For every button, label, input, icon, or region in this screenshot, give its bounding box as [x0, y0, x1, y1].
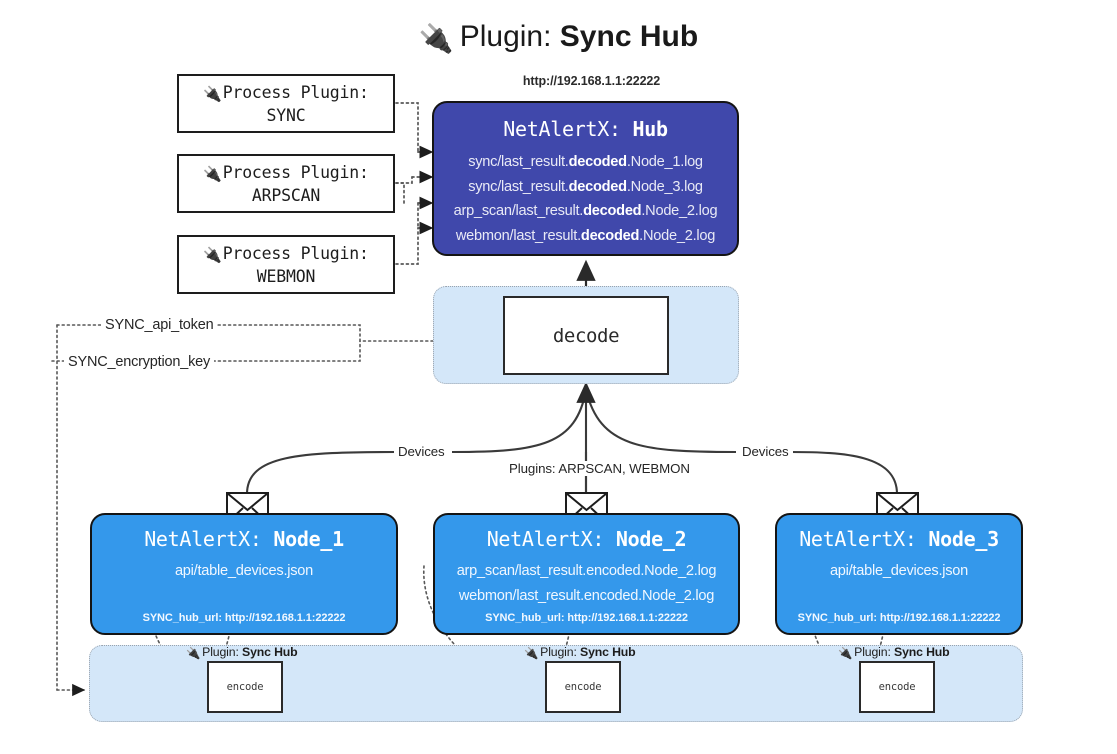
hub-file-line: arp_scan/last_result.decoded.Node_2.log — [453, 203, 718, 220]
hub-file-line: sync/last_result.decoded.Node_1.log — [468, 154, 703, 170]
config-label-encryption-key: SYNC_encryption_key — [64, 354, 215, 370]
hub-node-box[interactable]: NetAlertX: Hub sync/last_result.decoded.… — [432, 101, 739, 256]
node-title: NetAlertX: Node_3 — [777, 527, 1021, 551]
plug-icon: 🔌 — [203, 85, 222, 103]
encode-caption-2: 🔌Plugin: Sync Hub — [524, 645, 636, 660]
edge-label-devices-right: Devices — [738, 444, 793, 459]
hub-file-list: sync/last_result.decoded.Node_1.log sync… — [434, 150, 737, 248]
node-hub-url: SYNC_hub_url: http://192.168.1.1:22222 — [797, 612, 1001, 624]
hub-url-label: http://192.168.1.1:22222 — [522, 74, 661, 88]
encode-box-1[interactable]: encode — [207, 661, 283, 713]
decode-box[interactable]: decode — [503, 296, 669, 375]
plug-icon: 🔌 — [203, 246, 222, 264]
node-title-name: Node_3 — [928, 527, 999, 551]
plug-icon: 🔌 — [203, 165, 222, 183]
plug-icon: 🔌 — [524, 646, 539, 660]
node-file-line: api/table_devices.json — [829, 563, 969, 579]
process-plugin-box-webmon[interactable]: 🔌Process Plugin: WEBMON — [177, 235, 395, 294]
process-plugin-name: WEBMON — [256, 267, 316, 286]
node-file-line: arp_scan/last_result.encoded.Node_2.log — [456, 563, 717, 579]
node-hub-url: SYNC_hub_url: http://192.168.1.1:22222 — [485, 612, 688, 624]
node-file-list: arp_scan/last_result.encoded.Node_2.log … — [435, 559, 738, 609]
page-title: 🔌Plugin: Sync Hub — [0, 17, 1117, 59]
node-box-node-1[interactable]: NetAlertX: Node_1 api/table_devices.json… — [90, 513, 398, 635]
plug-icon: 🔌 — [186, 646, 201, 660]
node-title-prefix: NetAlertX: — [799, 527, 917, 551]
hub-title-prefix: NetAlertX: — [503, 117, 621, 141]
process-plugin-name: SYNC — [266, 106, 306, 125]
node-file-line: webmon/last_result.encoded.Node_2.log — [458, 588, 715, 604]
node-file-line: api/table_devices.json — [174, 563, 314, 579]
encode-box-2[interactable]: encode — [545, 661, 621, 713]
node-file-list: api/table_devices.json — [92, 559, 396, 584]
node-title-prefix: NetAlertX: — [144, 527, 262, 551]
page-title-prefix: Plugin: — [459, 20, 552, 53]
encode-caption-1: 🔌Plugin: Sync Hub — [186, 645, 298, 660]
edge-label-devices-left: Devices — [394, 444, 449, 459]
config-label-api-token: SYNC_api_token — [101, 317, 218, 333]
node-file-list: api/table_devices.json — [777, 559, 1021, 584]
node-title: NetAlertX: Node_1 — [92, 527, 396, 551]
process-plugin-prefix: 🔌Process Plugin: — [203, 83, 369, 103]
node-hub-url: SYNC_hub_url: http://192.168.1.1:22222 — [142, 612, 346, 624]
plug-icon: 🔌 — [838, 646, 853, 660]
hub-title: NetAlertX: Hub — [434, 117, 737, 141]
process-plugin-prefix: 🔌Process Plugin: — [203, 244, 369, 264]
process-plugin-box-sync[interactable]: 🔌Process Plugin: SYNC — [177, 74, 395, 133]
node-title: NetAlertX: Node_2 — [435, 527, 738, 551]
page-title-name: Sync Hub — [559, 20, 699, 53]
node-box-node-3[interactable]: NetAlertX: Node_3 api/table_devices.json… — [775, 513, 1023, 635]
hub-file-line: sync/last_result.decoded.Node_3.log — [468, 178, 703, 195]
hub-title-name: Hub — [632, 117, 668, 141]
node-box-node-2[interactable]: NetAlertX: Node_2 arp_scan/last_result.e… — [433, 513, 740, 635]
process-plugin-box-arpscan[interactable]: 🔌Process Plugin: ARPSCAN — [177, 154, 395, 213]
encode-box-3[interactable]: encode — [859, 661, 935, 713]
process-plugin-name: ARPSCAN — [251, 186, 321, 205]
hub-file-line: webmon/last_result.decoded.Node_2.log — [455, 227, 716, 244]
process-plugin-prefix: 🔌Process Plugin: — [203, 163, 369, 183]
node-title-name: Node_2 — [615, 527, 687, 551]
edge-label-plugins: Plugins: ARPSCAN, WEBMON — [505, 461, 694, 476]
plug-icon: 🔌 — [418, 22, 454, 55]
node-title-prefix: NetAlertX: — [486, 527, 605, 551]
node-title-name: Node_1 — [273, 527, 344, 551]
encode-caption-3: 🔌Plugin: Sync Hub — [838, 645, 950, 660]
